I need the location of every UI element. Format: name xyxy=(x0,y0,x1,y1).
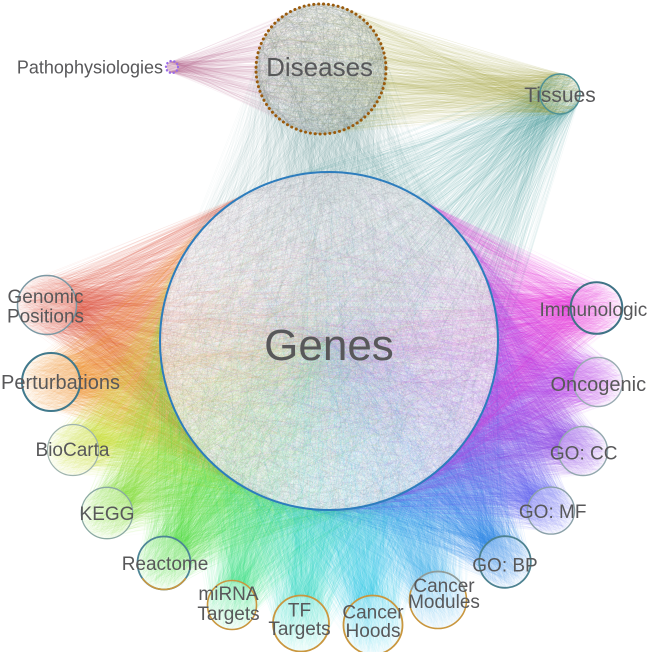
svg-text:Immunologic: Immunologic xyxy=(540,300,648,321)
svg-text:GO: CC: GO: CC xyxy=(550,443,618,464)
svg-text:Oncogenic: Oncogenic xyxy=(550,374,646,396)
svg-text:KEGG: KEGG xyxy=(80,504,135,525)
svg-text:Genes: Genes xyxy=(264,321,394,370)
svg-text:Hoods: Hoods xyxy=(346,621,401,642)
svg-text:Perturbations: Perturbations xyxy=(1,372,120,394)
svg-text:Reactome: Reactome xyxy=(122,554,209,575)
svg-text:TF: TF xyxy=(288,601,311,622)
svg-text:Modules: Modules xyxy=(408,592,480,613)
svg-text:GO: MF: GO: MF xyxy=(519,502,587,523)
svg-text:Targets: Targets xyxy=(197,604,259,625)
svg-text:Cancer: Cancer xyxy=(413,576,475,597)
svg-text:Diseases: Diseases xyxy=(266,52,373,82)
svg-text:Cancer: Cancer xyxy=(342,602,404,623)
svg-text:Positions: Positions xyxy=(7,306,84,327)
svg-text:Genomic: Genomic xyxy=(7,287,83,308)
svg-text:BioCarta: BioCarta xyxy=(36,440,110,461)
svg-text:Pathophysiologies: Pathophysiologies xyxy=(17,58,163,78)
svg-text:GO: BP: GO: BP xyxy=(472,556,537,577)
svg-text:miRNA: miRNA xyxy=(198,584,258,605)
svg-text:Targets: Targets xyxy=(268,619,330,640)
svg-text:Tissues: Tissues xyxy=(524,84,596,107)
